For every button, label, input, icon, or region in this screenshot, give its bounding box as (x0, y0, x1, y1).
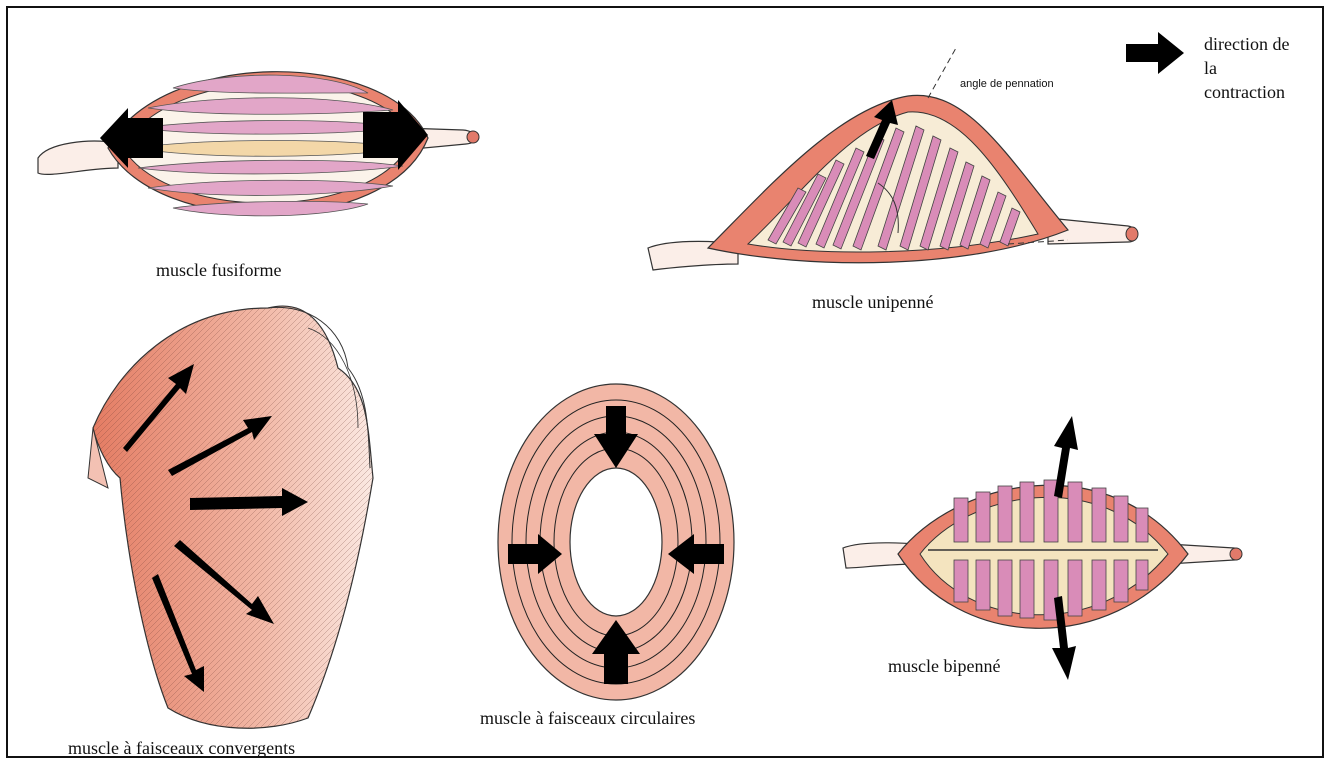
legend-text: direction de la contraction (1204, 32, 1289, 104)
label-bipennate: muscle bipenné (888, 656, 1000, 677)
label-unipennate: muscle unipenné (812, 292, 933, 313)
bipennate-muscle (843, 416, 1242, 680)
label-pennation-angle: angle de pennation (960, 78, 1054, 90)
label-convergent: muscle à faisceaux convergents (68, 738, 295, 758)
legend-arrow-icon (1126, 32, 1184, 74)
legend-line-2: la (1204, 56, 1289, 80)
legend-line-1: direction de (1204, 32, 1289, 56)
label-circular: muscle à faisceaux circulaires (480, 708, 695, 729)
figure-frame: muscle fusiforme muscle unipenné angle d… (6, 6, 1324, 758)
legend-line-3: contraction (1204, 80, 1289, 104)
unipennate-muscle (648, 48, 1138, 270)
fusiform-muscle (38, 72, 479, 216)
circular-muscle (498, 384, 734, 700)
convergent-muscle (88, 306, 373, 728)
label-fusiform: muscle fusiforme (156, 260, 281, 281)
muscle-diagram (8, 8, 1324, 758)
